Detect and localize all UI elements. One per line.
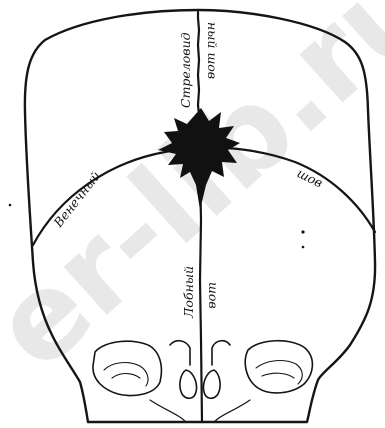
dot-mark [9, 204, 12, 207]
dot-mark [301, 230, 304, 233]
dot-mark [302, 246, 305, 249]
label-sagittal-top: Стреловид [178, 32, 193, 108]
label-coronal-right: шов [295, 165, 326, 190]
left-orbit-inner [104, 363, 148, 386]
cheek-lines [150, 400, 250, 422]
sagittal-suture [198, 12, 199, 115]
label-frontal-right: шов [206, 282, 221, 309]
right-orbit-inner [256, 361, 302, 384]
label-frontal-left: Лобный [181, 266, 196, 319]
nasal-cavity-right [203, 370, 220, 398]
right-orbit [245, 341, 312, 393]
nasal-cavity-left [180, 370, 197, 398]
label-sagittal-bottom: ный шов [205, 22, 220, 79]
